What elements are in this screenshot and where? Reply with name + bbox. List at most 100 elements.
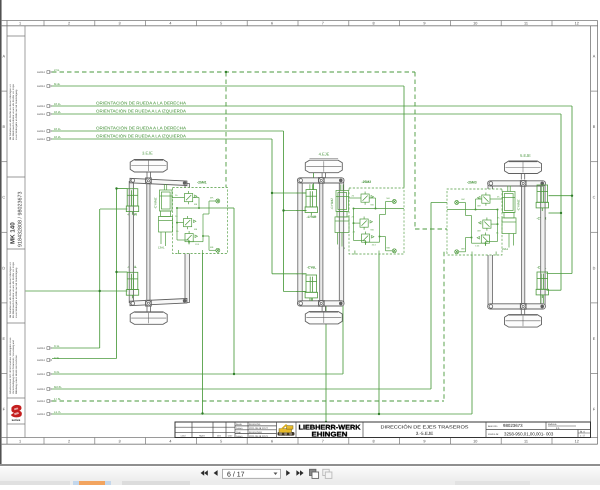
- svg-text:C: C: [593, 196, 596, 200]
- svg-text:D: D: [2, 266, 5, 270]
- svg-text:26: 26: [175, 215, 178, 218]
- svg-text:ALR12: ALR12: [37, 400, 45, 403]
- svg-text:ALR12: ALR12: [37, 130, 45, 133]
- svg-text:sowie Weitergabe an Dritte nur: sowie Weitergabe an Dritte nur mit Geneh…: [15, 267, 18, 318]
- svg-text:5: 5: [220, 22, 222, 26]
- svg-text:8: 8: [373, 439, 375, 443]
- svg-text:M8: M8: [194, 228, 198, 231]
- svg-text:-25M1: -25M1: [197, 181, 207, 185]
- svg-text:7: 7: [322, 22, 324, 26]
- svg-text:A: A: [3, 55, 6, 59]
- svg-text:Vervielfaeltigung dieses Dokum: Vervielfaeltigung dieses Dokuments, Verw…: [12, 340, 15, 394]
- svg-text:KretzschmU: KretzschmU: [249, 431, 262, 434]
- svg-text:9: 9: [423, 22, 425, 26]
- svg-text:ALR12: ALR12: [37, 85, 45, 88]
- svg-text:L1.7L: L1.7L: [54, 410, 61, 414]
- svg-text:ALR12: ALR12: [37, 105, 45, 108]
- svg-text:M8: M8: [477, 230, 481, 233]
- svg-text:9.2L: 9.2L: [54, 370, 60, 374]
- svg-text:used: used: [181, 434, 187, 437]
- svg-text:3.-5.EJE: 3.-5.EJE: [416, 431, 434, 436]
- svg-text:26: 26: [352, 195, 355, 198]
- svg-text:10.2L: 10.2L: [54, 135, 61, 139]
- svg-text:2.5L: 2.5L: [54, 68, 60, 72]
- svg-text:ORIENTACIÓN DE RUEDA A LA DER: ORIENTACIÓN DE RUEDA A LA DERECHA: [96, 100, 186, 105]
- svg-text:3258-950,01,00,001- 003: 3258-950,01,00,001- 003: [504, 432, 554, 437]
- svg-text:MK 140: MK 140: [9, 222, 16, 244]
- svg-text:M2.6L: M2.6L: [54, 385, 62, 389]
- svg-text:10.2L: 10.2L: [54, 110, 61, 114]
- svg-text:Bei Missbrauch behalten wir un: Bei Missbrauch behalten wir uns alle Rec…: [12, 261, 15, 318]
- svg-text:LIEBHERR-WERK: LIEBHERR-WERK: [299, 425, 361, 432]
- svg-text:ORIENTACIÓN DE RUEDA A LA DER: ORIENTACIÓN DE RUEDA A LA DERECHA: [96, 125, 186, 130]
- svg-text:Date: Date: [228, 434, 233, 437]
- svg-text:3.EJE: 3.EJE: [142, 150, 153, 155]
- svg-text:12: 12: [575, 22, 579, 26]
- svg-text:918432808 / 98023673: 918432808 / 98023673: [17, 192, 23, 247]
- svg-text:ALR12: ALR12: [37, 413, 45, 416]
- svg-text:MA: MA: [210, 197, 214, 200]
- svg-text:Gepr: Gepr: [236, 431, 241, 434]
- svg-text:26: 26: [353, 231, 356, 234]
- svg-text:Maßstab: Maßstab: [548, 423, 557, 426]
- svg-text:-25M2: -25M2: [362, 180, 372, 184]
- svg-text:4: 4: [169, 22, 171, 26]
- svg-text:Datum: Datum: [236, 435, 243, 438]
- svg-text:D: D: [593, 266, 596, 270]
- svg-text:10.1L: 10.1L: [54, 127, 61, 131]
- svg-text:7: 7: [322, 439, 324, 443]
- svg-text:10.4: 10.4: [372, 244, 377, 247]
- svg-text:Kretzschm: Kretzschm: [249, 423, 260, 426]
- svg-text:6: 6: [271, 439, 273, 443]
- svg-text:98023673: 98023673: [503, 423, 523, 428]
- svg-text:-CY6MZ: -CY6MZ: [154, 197, 158, 209]
- svg-text:11: 11: [524, 22, 528, 26]
- svg-text:F: F: [593, 408, 596, 412]
- svg-text:26: 26: [175, 194, 178, 197]
- svg-text:MB: MB: [210, 246, 214, 249]
- svg-text:26: 26: [496, 196, 499, 199]
- svg-text:Schutzvermerk ISO 16016 beacht: Schutzvermerk ISO 16016 beachten. Weiter…: [9, 337, 12, 394]
- svg-text:A: A: [593, 55, 596, 59]
- svg-text:3: 3: [119, 22, 121, 26]
- svg-text:10.4: 10.4: [474, 245, 479, 248]
- svg-text:-CY6L: -CY6L: [307, 265, 317, 269]
- svg-text:M8: M8: [194, 203, 198, 206]
- svg-text:M8: M8: [371, 204, 375, 207]
- svg-text:-CY6MZ: -CY6MZ: [516, 199, 520, 211]
- svg-text:-CY6R: -CY6R: [307, 215, 318, 219]
- svg-text:2: 2: [68, 439, 70, 443]
- svg-text:4: 4: [169, 439, 171, 443]
- svg-text:Wir behalten uns alle Rechte a: Wir behalten uns alle Rechte an diesen U…: [9, 261, 12, 318]
- svg-text:11: 11: [524, 439, 528, 443]
- svg-text:2021-06-18 10:21: 2021-06-18 10:21: [249, 435, 269, 438]
- svg-text:ALR12: ALR12: [37, 113, 45, 116]
- svg-text:10.1L: 10.1L: [54, 102, 61, 106]
- svg-text:26: 26: [496, 217, 499, 220]
- svg-text:2: 2: [68, 22, 70, 26]
- svg-text:10: 10: [473, 22, 477, 26]
- svg-text:1: 1: [19, 22, 21, 26]
- svg-text:6: 6: [271, 22, 273, 26]
- svg-text:Datum: Datum: [236, 427, 243, 430]
- svg-text:ALR12: ALR12: [37, 71, 45, 74]
- svg-text:M8: M8: [477, 205, 481, 208]
- svg-text:ALR12: ALR12: [37, 138, 45, 141]
- svg-text:1: 1: [19, 439, 21, 443]
- svg-text:MB: MB: [461, 247, 465, 250]
- svg-text:ALR12: ALR12: [37, 388, 45, 391]
- svg-text:26: 26: [495, 232, 498, 235]
- svg-text:5: 5: [220, 439, 222, 443]
- svg-text:M.4L: M.4L: [54, 82, 61, 86]
- svg-text:ALR12: ALR12: [37, 373, 45, 376]
- svg-text:v. 17: v. 17: [580, 434, 586, 437]
- svg-text:Zeichn.Nr.: Zeichn.Nr.: [488, 433, 499, 436]
- svg-text:B: B: [593, 125, 596, 129]
- svg-text:Wir behalten uns alle Rechte a: Wir behalten uns alle Rechte an diesen U…: [9, 83, 12, 140]
- svg-text:8: 8: [373, 22, 375, 26]
- svg-text:E: E: [3, 337, 6, 341]
- svg-text:4.EJE: 4.EJE: [319, 151, 330, 156]
- svg-text:Rgme: Rgme: [199, 434, 206, 437]
- svg-text:C: C: [2, 196, 5, 200]
- svg-text:MB: MB: [387, 246, 391, 249]
